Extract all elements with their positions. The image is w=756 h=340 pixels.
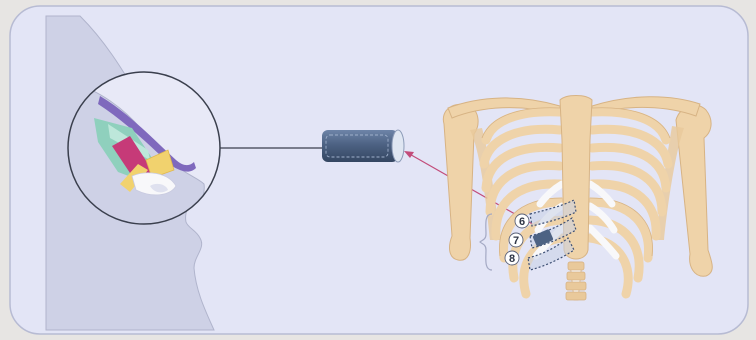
- harvested-cartilage-graft: [322, 130, 404, 162]
- rib-label-7-text: 7: [513, 235, 519, 247]
- rib-label-6-text: 6: [519, 216, 525, 228]
- rib-label-7: 7: [509, 233, 523, 247]
- rib-label-6: 6: [515, 214, 529, 228]
- rib-label-8: 8: [505, 251, 519, 265]
- rib-label-8-text: 8: [509, 253, 515, 265]
